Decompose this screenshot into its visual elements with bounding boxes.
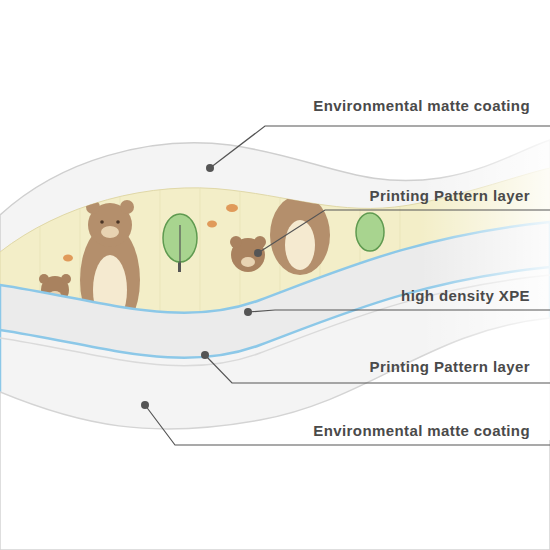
fade-overlay (420, 120, 550, 440)
layer-label: Printing Pattern layer (369, 187, 530, 205)
leader-dots (141, 164, 262, 409)
layer-label: Printing Pattern layer (369, 358, 530, 376)
layer-label: high density XPE (401, 287, 530, 305)
layer-label: Environmental matte coating (313, 422, 530, 440)
layer-label: Environmental matte coating (313, 97, 530, 115)
leader-lines (145, 126, 550, 445)
